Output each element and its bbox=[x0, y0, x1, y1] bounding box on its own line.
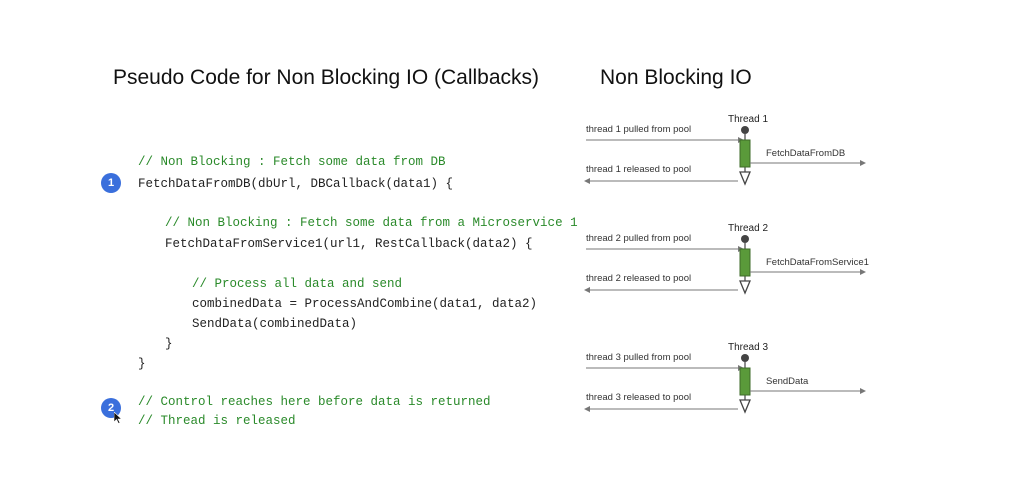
thread-name: Thread 2 bbox=[728, 223, 769, 234]
code-line: // Thread is released bbox=[138, 414, 296, 428]
thread-diagram-2: Thread 2 thread 2 pulled from pool Fetch… bbox=[580, 221, 880, 311]
pulled-label: thread 3 pulled from pool bbox=[586, 352, 692, 363]
thread-diagram-1: Thread 1 thread 1 pulled from pool Fetch… bbox=[580, 112, 880, 202]
code-line: } bbox=[165, 337, 173, 351]
thread-diagram-graphic bbox=[584, 354, 866, 414]
mouse-cursor-icon bbox=[114, 412, 122, 424]
code-line: FetchDataFromService1(url1, RestCallback… bbox=[165, 237, 533, 251]
thread-diagram-graphic bbox=[584, 235, 866, 295]
pulled-label: thread 1 pulled from pool bbox=[586, 124, 692, 135]
thread-diagram-3: Thread 3 thread 3 pulled from pool SendD… bbox=[580, 340, 880, 430]
code-line: combinedData = ProcessAndCombine(data1, … bbox=[192, 297, 538, 311]
pulled-label: thread 2 pulled from pool bbox=[586, 233, 692, 244]
released-label: thread 3 released to pool bbox=[586, 392, 692, 403]
thread-name: Thread 1 bbox=[728, 114, 769, 125]
released-label: thread 1 released to pool bbox=[586, 164, 692, 175]
code-line: // Non Blocking : Fetch some data from a… bbox=[165, 216, 578, 230]
step-badge-1: 1 bbox=[101, 173, 121, 193]
code-line: SendData(combinedData) bbox=[192, 317, 358, 331]
task-label: FetchDataFromService1 bbox=[766, 257, 869, 268]
code-title: Pseudo Code for Non Blocking IO (Callbac… bbox=[113, 66, 540, 89]
code-line: // Non Blocking : Fetch some data from D… bbox=[138, 155, 446, 169]
code-line: // Control reaches here before data is r… bbox=[138, 395, 491, 409]
diagram-title: Non Blocking IO bbox=[600, 66, 752, 89]
released-label: thread 2 released to pool bbox=[586, 273, 692, 284]
thread-diagram-graphic bbox=[584, 126, 866, 186]
code-line: // Process all data and send bbox=[192, 277, 403, 291]
code-line: } bbox=[138, 357, 146, 371]
thread-name: Thread 3 bbox=[728, 342, 769, 353]
task-label: SendData bbox=[766, 376, 809, 387]
code-line: FetchDataFromDB(dbUrl, DBCallback(data1)… bbox=[138, 177, 454, 191]
task-label: FetchDataFromDB bbox=[766, 148, 846, 159]
step-badge-2: 2 bbox=[101, 398, 121, 418]
